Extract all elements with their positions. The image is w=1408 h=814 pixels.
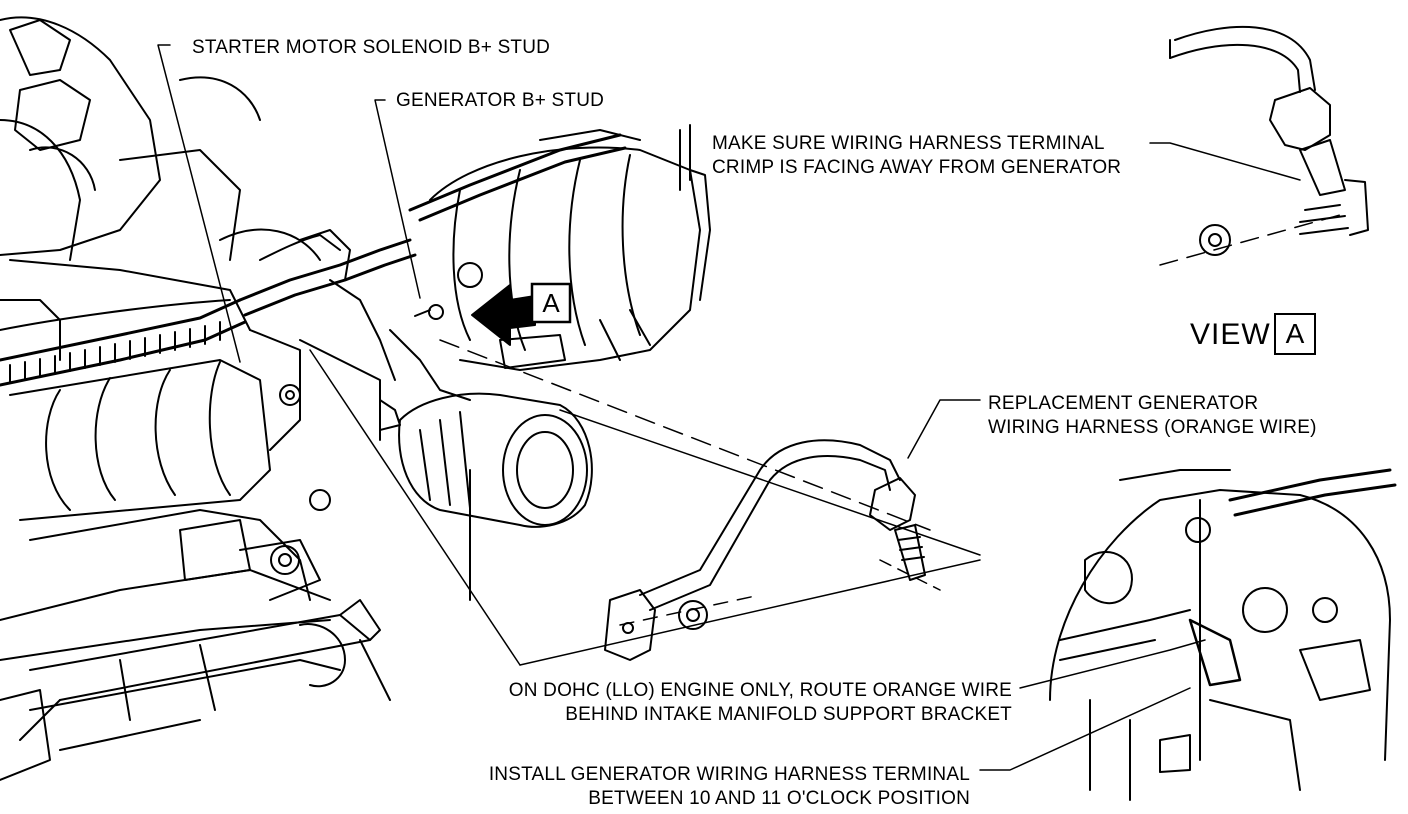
view-arrow (471, 284, 536, 346)
callout-replacement-line2: WIRING HARNESS (ORANGE WIRE) (988, 417, 1317, 438)
leader-lines (157, 44, 1341, 771)
callout-terminal-crimp-line2: CRIMP IS FACING AWAY FROM GENERATOR (712, 157, 1122, 178)
callout-starter-solenoid: STARTER MOTOR SOLENOID B+ STUD (192, 37, 551, 58)
view-marker-box (530, 282, 572, 324)
callout-dohc-line2: BEHIND INTAKE MANIFOLD SUPPORT BRACKET (565, 704, 1012, 725)
view-label: VIEW (1190, 318, 1271, 351)
callout-generator-stud: GENERATOR B+ STUD (396, 90, 605, 111)
oil-filter (398, 392, 593, 528)
callout-install-line2: BETWEEN 10 AND 11 O'CLOCK POSITION (588, 788, 970, 809)
view-letter-box: A (1274, 313, 1316, 355)
view-letter: A (1285, 318, 1305, 349)
install-inset (1049, 468, 1397, 801)
callout-terminal-crimp-line1: MAKE SURE WIRING HARNESS TERMINAL (712, 133, 1105, 154)
callout-install-line1: INSTALL GENERATOR WIRING HARNESS TERMINA… (488, 764, 970, 785)
replacement-harness (604, 439, 926, 661)
view-a-detail (1169, 25, 1369, 256)
generator (238, 124, 711, 431)
view-marker-letter: A (542, 288, 560, 318)
callout-dohc-line1: ON DOHC (LLO) ENGINE ONLY, ROUTE ORANGE … (508, 680, 1012, 701)
callout-replacement-line1: REPLACEMENT GENERATOR (988, 393, 1259, 414)
engine-block (0, 16, 391, 781)
